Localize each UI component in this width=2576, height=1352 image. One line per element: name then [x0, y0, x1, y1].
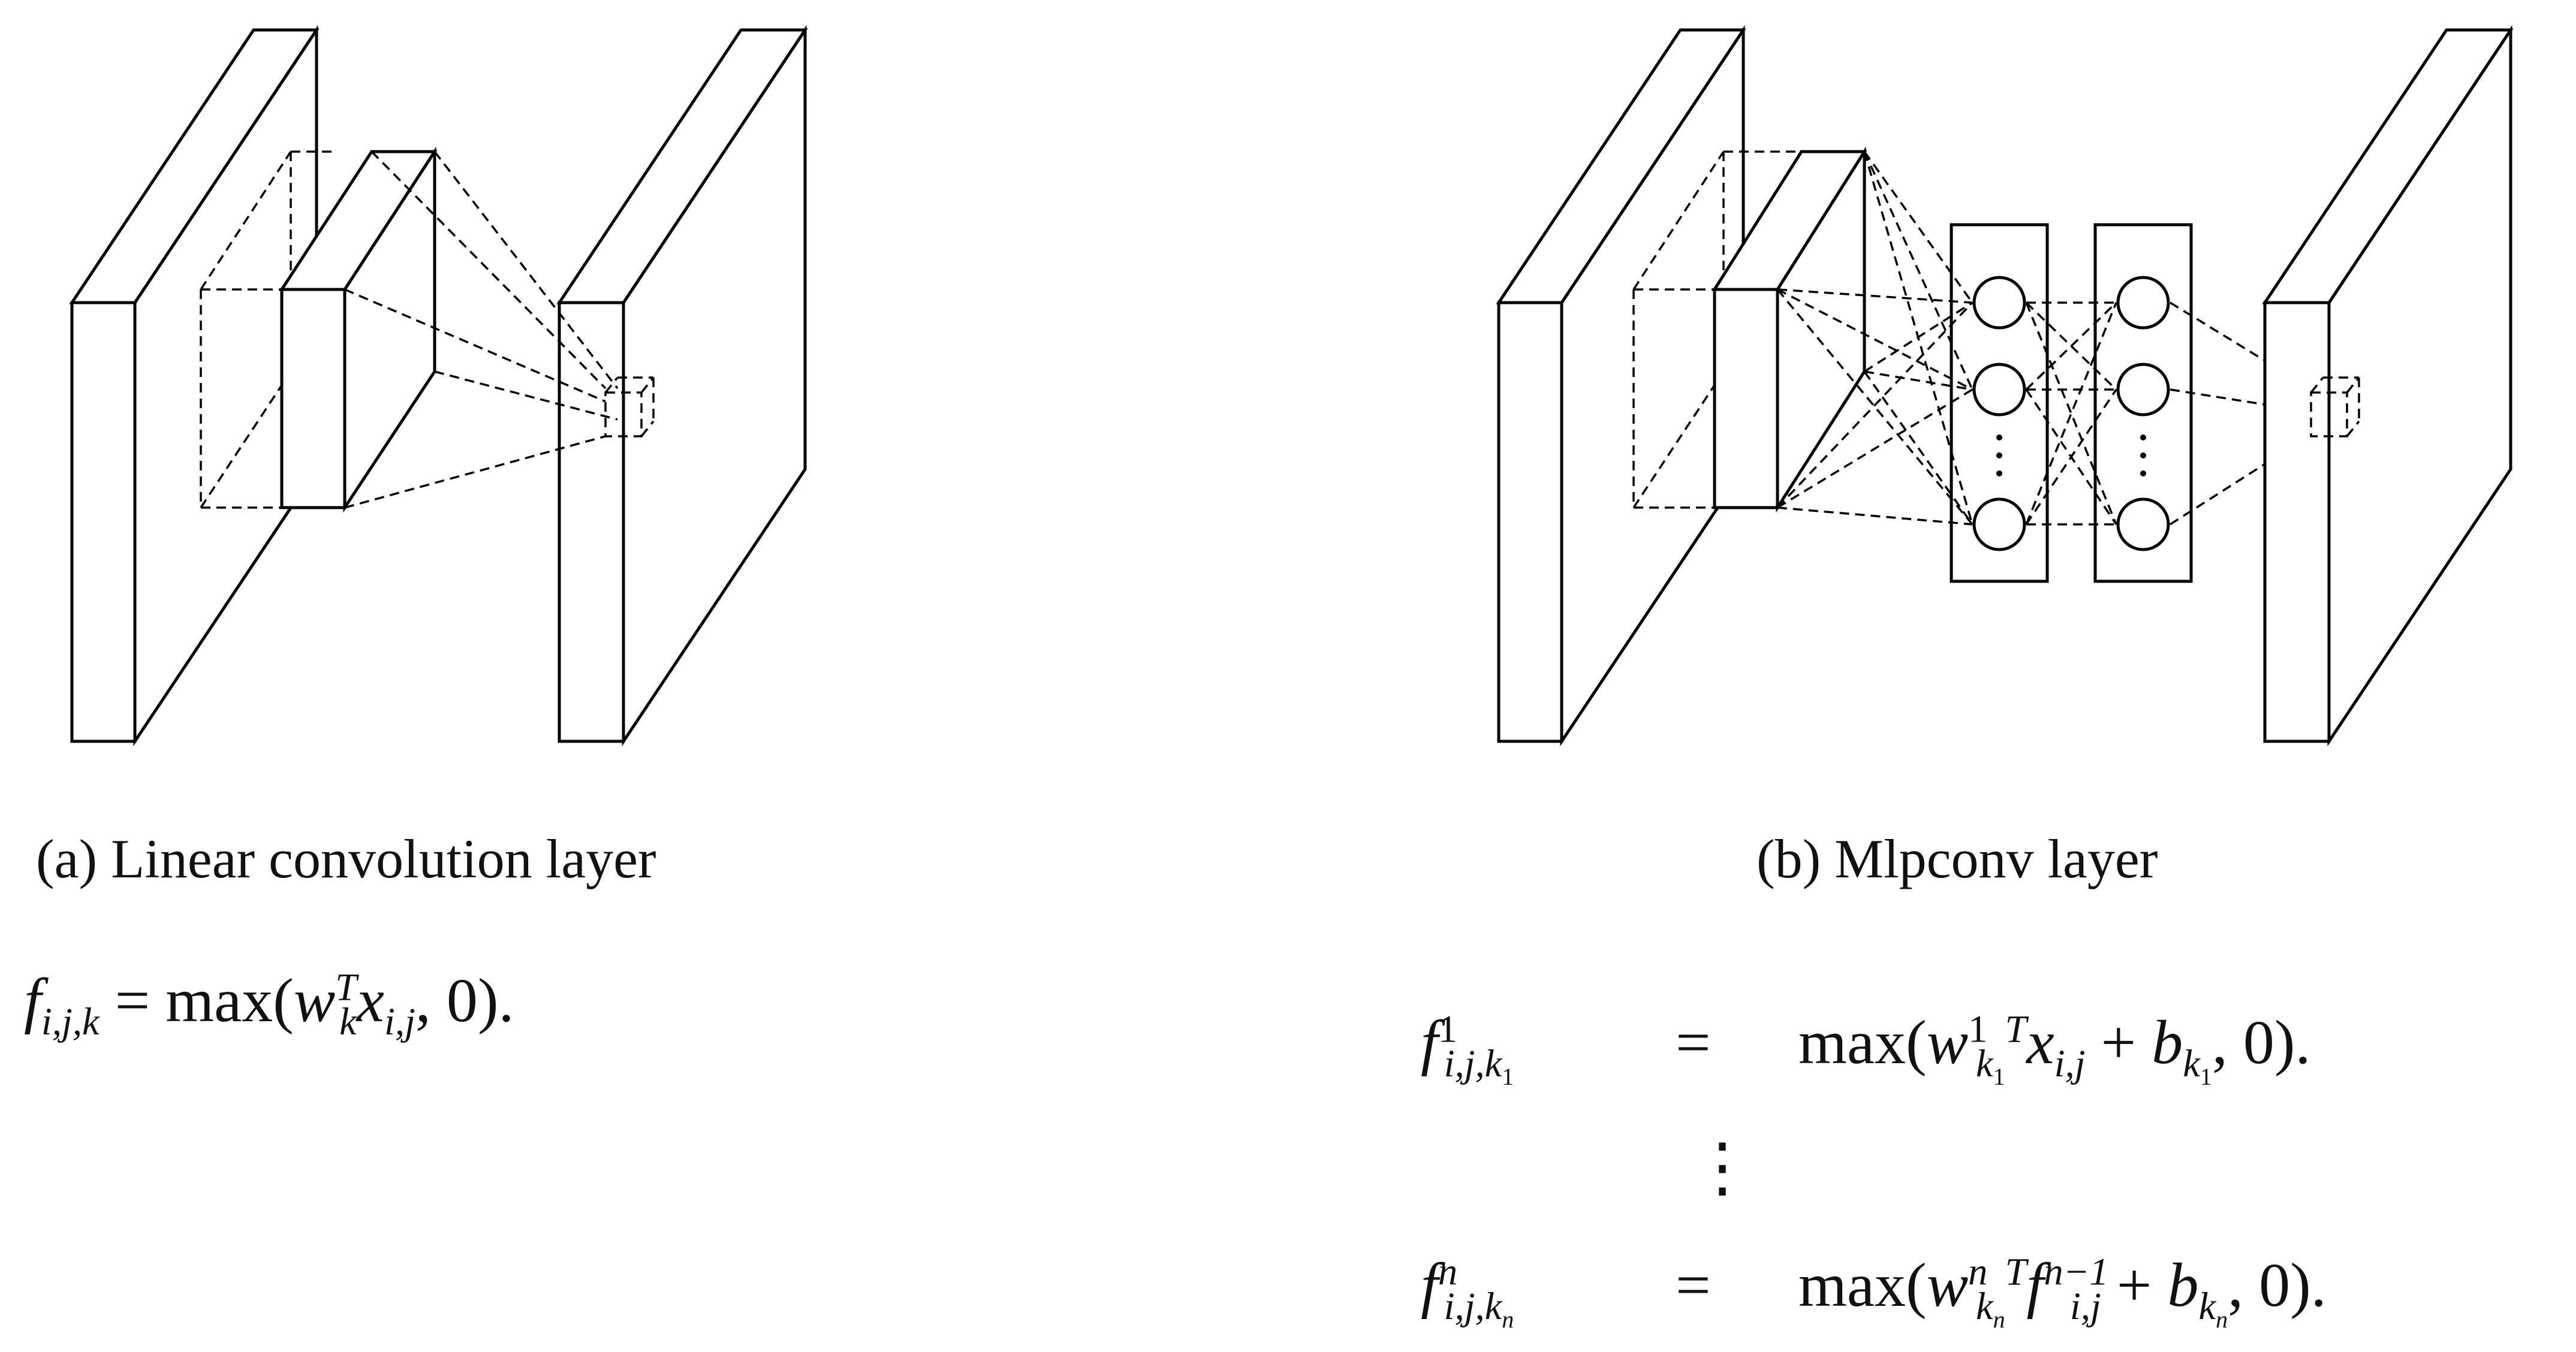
formula-mlpconv-first-rhs: max(w1k1Txi,j + bk1, 0). — [1798, 1007, 2311, 1090]
neuron — [2116, 363, 2170, 417]
formula-linear-conv: fi,j,k = max(wTkxi,j, 0). — [24, 965, 514, 1043]
caption-a: (a) Linear convolution layer — [36, 828, 656, 889]
mlp1-neurons — [1972, 276, 2026, 551]
neuron — [2116, 497, 2170, 551]
equals-sign-n: = — [1676, 1251, 1711, 1320]
output-feature-map — [556, 25, 808, 747]
receptive-field-box — [200, 150, 336, 509]
projection-lines — [344, 150, 619, 509]
input-feature-map — [69, 25, 320, 747]
connections-input-to-mlp1 — [1776, 150, 1974, 526]
connections-mlp1-to-mlp2 — [2025, 301, 2117, 526]
formula-mlpconv-last: fni,j,kn — [1421, 1250, 1514, 1333]
output-feature-map — [2262, 25, 2514, 747]
mlpconv-diagram — [1496, 25, 2514, 747]
layer-diagram: .solid { fill: #fff; stroke: #000; strok… — [69, 25, 2514, 747]
vertical-ellipsis: ⋮ — [1689, 1128, 1755, 1205]
caption-b: (b) Mlpconv layer — [1756, 828, 2158, 889]
output-unit-cube — [604, 376, 655, 437]
formula-mlpconv-first: f1i,j,k1 — [1421, 1007, 1514, 1090]
formula-mlpconv-last-rhs: max(wnknTfn−1i,j + bkn, 0). — [1798, 1250, 2327, 1333]
neuron — [1972, 363, 2026, 417]
neuron — [2116, 276, 2170, 330]
receptive-field-box — [1632, 150, 1801, 509]
input-feature-map — [1496, 25, 1746, 747]
neuron — [1972, 276, 2026, 330]
neuron — [1972, 497, 2026, 551]
mlp2-neurons — [2116, 276, 2170, 551]
equals-sign-1: = — [1676, 1008, 1711, 1077]
output-unit-cube — [2310, 376, 2360, 437]
linear-conv-diagram — [69, 25, 808, 747]
